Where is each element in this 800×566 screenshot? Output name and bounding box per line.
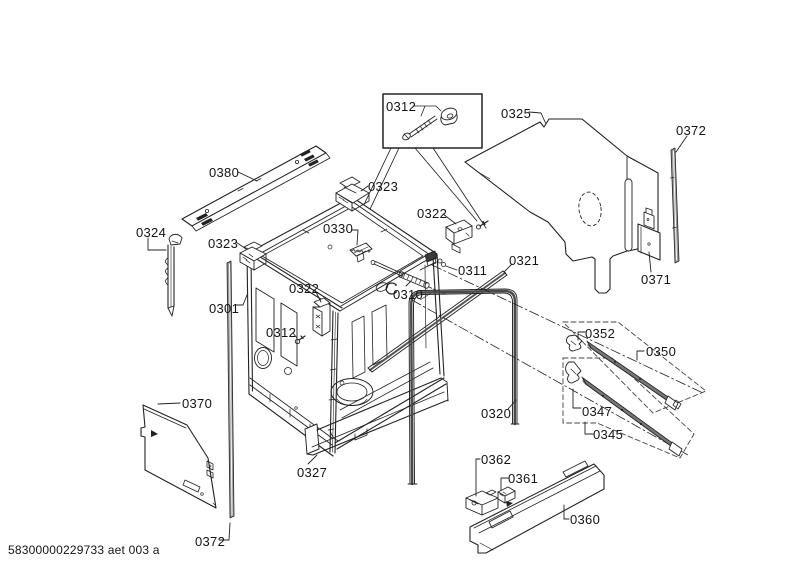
callout-0361: 0361 bbox=[508, 471, 539, 486]
part-0372-side-strip-left bbox=[226, 260, 235, 519]
callout-0371: 0371 bbox=[641, 272, 672, 287]
callout-0322-left: 0322 bbox=[289, 281, 320, 296]
callout-0312-inset: 0312 bbox=[386, 99, 417, 114]
screw-installed-left bbox=[294, 335, 306, 345]
part-0347-bracket bbox=[565, 361, 582, 384]
callout-0311: 0311 bbox=[458, 263, 488, 278]
callout-0310: 0310 bbox=[393, 287, 424, 302]
part-0323-bracket-left bbox=[239, 241, 267, 271]
callout-0301: 0301 bbox=[209, 301, 240, 316]
part-0380-top-panel bbox=[181, 145, 331, 232]
document-code: 58300000229733 aet 003 a bbox=[8, 543, 160, 557]
screw-icon bbox=[402, 115, 438, 141]
callout-0360: 0360 bbox=[570, 512, 601, 527]
callout-0312-left: 0312 bbox=[266, 325, 297, 340]
callout-0327: 0327 bbox=[297, 465, 328, 480]
part-0310-spring bbox=[370, 260, 448, 296]
callout-0324: 0324 bbox=[136, 225, 167, 240]
callout-0362: 0362 bbox=[481, 452, 512, 467]
part-0330-latch bbox=[349, 242, 373, 263]
callout-0321: 0321 bbox=[509, 253, 540, 268]
part-0301-tub bbox=[246, 196, 447, 457]
callout-0372-right: 0372 bbox=[676, 123, 707, 138]
leader-lines bbox=[147, 111, 688, 541]
callout-0352: 0352 bbox=[585, 326, 616, 341]
callout-0370: 0370 bbox=[182, 396, 213, 411]
assembly-0345-0350-rails bbox=[411, 264, 707, 459]
callout-0322-right: 0322 bbox=[417, 206, 448, 221]
callout-0347: 0347 bbox=[582, 404, 613, 419]
callout-0345: 0345 bbox=[593, 427, 624, 442]
callout-0330: 0330 bbox=[323, 221, 354, 236]
part-0360-base-channel bbox=[469, 460, 605, 554]
part-0322-bracket-left bbox=[312, 297, 331, 337]
callout-0380: 0380 bbox=[209, 165, 240, 180]
part-0311-catch bbox=[424, 250, 446, 267]
rail-lower bbox=[581, 376, 683, 457]
part-0372-side-strip-right bbox=[670, 147, 680, 264]
callout-0320: 0320 bbox=[481, 406, 512, 421]
callout-0350: 0350 bbox=[646, 344, 677, 359]
part-0352-bracket bbox=[566, 334, 583, 352]
part-0322-bracket-right bbox=[445, 219, 473, 254]
part-0327-base-rail bbox=[304, 377, 449, 456]
part-0370-side-panel bbox=[140, 404, 217, 509]
part-0325-insulation-panel bbox=[464, 118, 659, 294]
part-0371-bracket bbox=[637, 207, 661, 261]
part-0362-bracket bbox=[465, 489, 499, 516]
part-0361-clip bbox=[497, 486, 516, 504]
clip-icon bbox=[440, 107, 458, 126]
rail-upper bbox=[586, 340, 682, 411]
part-0324-rail bbox=[165, 233, 183, 317]
part-0323-bracket-top bbox=[335, 176, 370, 212]
callout-0325: 0325 bbox=[501, 106, 532, 121]
screw-installed-right bbox=[475, 220, 489, 230]
callout-0323-left: 0323 bbox=[208, 236, 239, 251]
callout-0372-bottom: 0372 bbox=[195, 534, 226, 549]
callout-0323-top: 0323 bbox=[368, 179, 399, 194]
